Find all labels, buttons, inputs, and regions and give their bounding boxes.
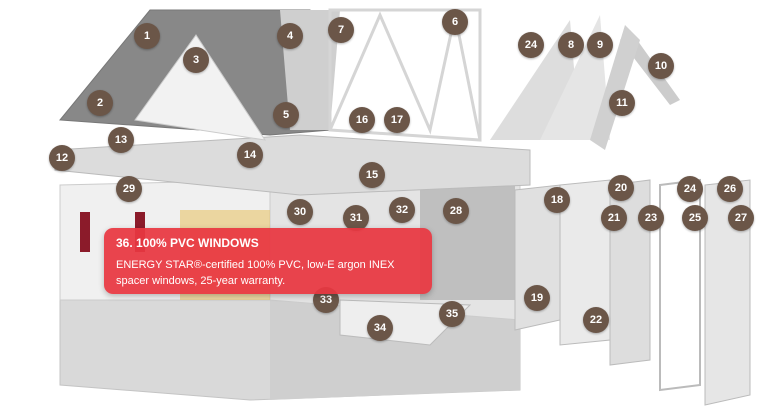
marker-13[interactable]: 13	[108, 127, 134, 153]
marker-3[interactable]: 3	[183, 47, 209, 73]
marker-22[interactable]: 22	[583, 307, 609, 333]
marker-1[interactable]: 1	[134, 23, 160, 49]
marker-24[interactable]: 24	[518, 32, 544, 58]
marker-15[interactable]: 15	[359, 162, 385, 188]
marker-4[interactable]: 4	[277, 23, 303, 49]
tooltip-title: 36. 100% PVC WINDOWS	[116, 236, 259, 250]
marker-8[interactable]: 8	[558, 32, 584, 58]
marker-11[interactable]: 11	[609, 90, 635, 116]
marker-16[interactable]: 16	[349, 107, 375, 133]
marker-34[interactable]: 34	[367, 315, 393, 341]
marker-26[interactable]: 26	[717, 176, 743, 202]
marker-19[interactable]: 19	[524, 285, 550, 311]
marker-32[interactable]: 32	[389, 197, 415, 223]
marker-27[interactable]: 27	[728, 205, 754, 231]
marker-17[interactable]: 17	[384, 107, 410, 133]
marker-18[interactable]: 18	[544, 187, 570, 213]
marker-14[interactable]: 14	[237, 142, 263, 168]
marker-35[interactable]: 35	[439, 301, 465, 327]
marker-29[interactable]: 29	[116, 176, 142, 202]
marker-10[interactable]: 10	[648, 53, 674, 79]
marker-2[interactable]: 2	[87, 90, 113, 116]
marker-6[interactable]: 6	[442, 9, 468, 35]
tooltip-pvc-windows: 36. 100% PVC WINDOWS ENERGY STAR®-certif…	[104, 228, 432, 294]
marker-30[interactable]: 30	[287, 199, 313, 225]
marker-31[interactable]: 31	[343, 205, 369, 231]
tooltip-body: ENERGY STAR®-certified 100% PVC, low-E a…	[116, 259, 395, 287]
marker-28[interactable]: 28	[443, 198, 469, 224]
marker-21[interactable]: 21	[601, 205, 627, 231]
marker-12[interactable]: 12	[49, 145, 75, 171]
marker-7[interactable]: 7	[328, 17, 354, 43]
marker-5[interactable]: 5	[273, 102, 299, 128]
marker-24[interactable]: 24	[677, 176, 703, 202]
marker-9[interactable]: 9	[587, 32, 613, 58]
marker-25[interactable]: 25	[682, 205, 708, 231]
marker-20[interactable]: 20	[608, 175, 634, 201]
marker-23[interactable]: 23	[638, 205, 664, 231]
